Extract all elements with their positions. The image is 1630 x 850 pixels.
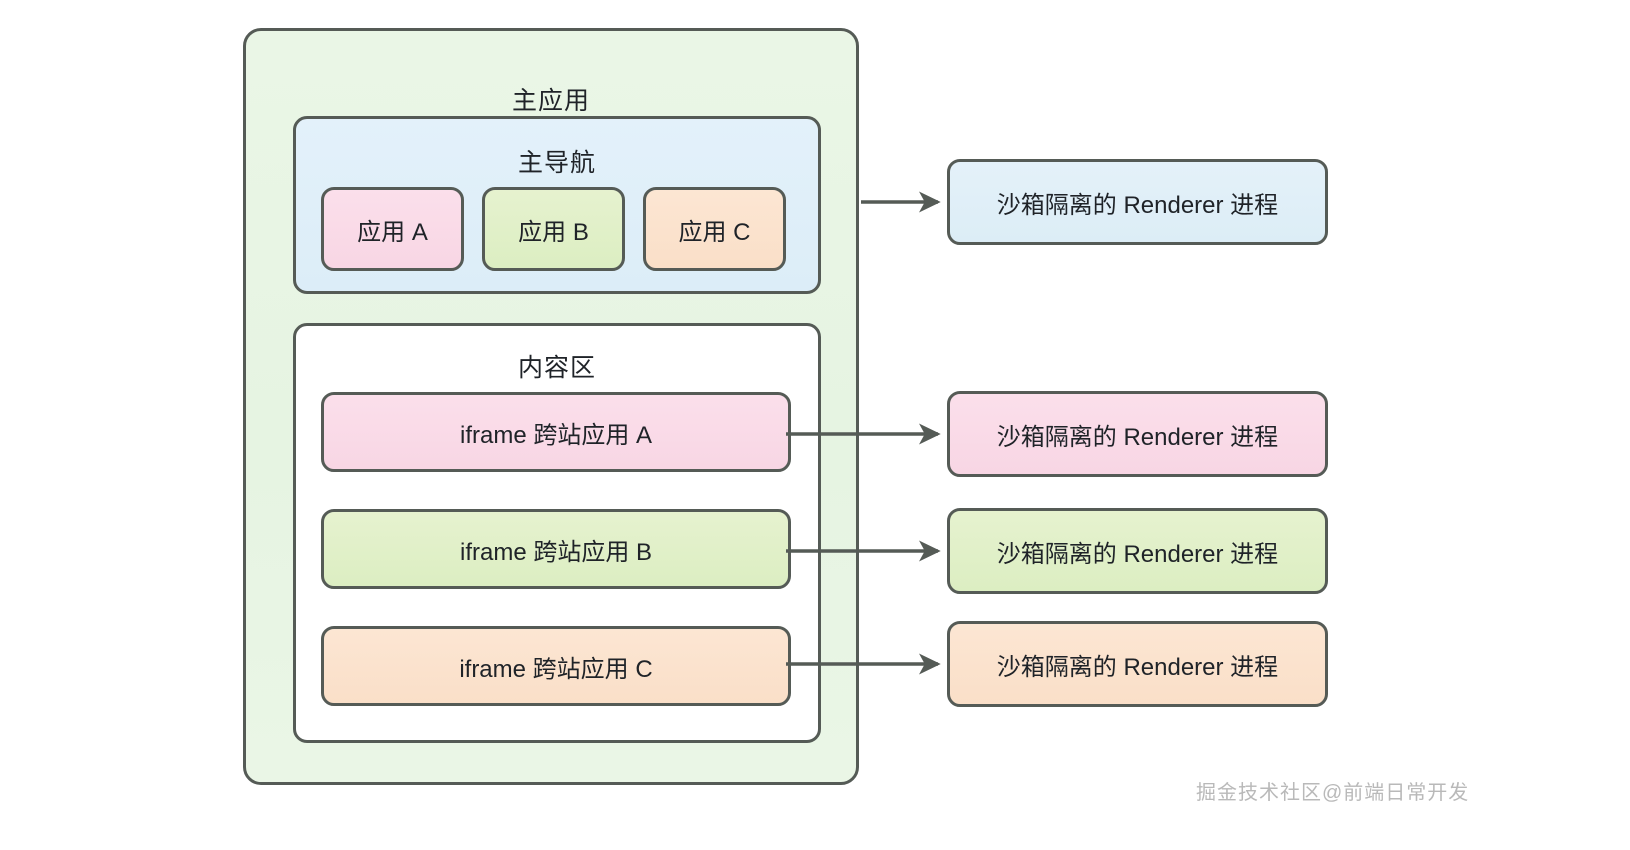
iframe-box-b-label: iframe 跨站应用 B	[459, 538, 653, 566]
nav-app-chip-c[interactable]: 应用 C	[643, 187, 786, 271]
renderer-process-label-0: 沙箱隔离的 Renderer 进程	[996, 191, 1279, 219]
iframe-box-a[interactable]: iframe 跨站应用 A	[321, 392, 791, 472]
iframe-box-b[interactable]: iframe 跨站应用 B	[321, 509, 791, 589]
nav-app-chip-list: 应用 A 应用 B 应用 C	[321, 187, 786, 271]
content-area-title: 内容区	[517, 354, 596, 382]
nav-app-chip-a-label: 应用 A	[357, 218, 428, 246]
renderer-process-label-3: 沙箱隔离的 Renderer 进程	[996, 653, 1279, 681]
watermark-text: 掘金技术社区@前端日常开发	[1196, 782, 1470, 804]
nav-app-chip-b[interactable]: 应用 B	[482, 187, 625, 271]
renderer-process-box-3[interactable]: 沙箱隔离的 Renderer 进程	[947, 621, 1328, 707]
iframe-box-list: iframe 跨站应用 A iframe 跨站应用 B iframe 跨站应用 …	[321, 392, 791, 706]
renderer-process-label-1: 沙箱隔离的 Renderer 进程	[996, 423, 1279, 451]
renderer-process-label-2: 沙箱隔离的 Renderer 进程	[996, 540, 1279, 568]
renderer-process-box-0[interactable]: 沙箱隔离的 Renderer 进程	[947, 159, 1328, 245]
main-application-container: 主应用 主导航 应用 A 应用 B 应用 C 内容区 iframe 跨	[243, 28, 859, 785]
nav-app-chip-b-label: 应用 B	[518, 218, 589, 246]
iframe-box-c[interactable]: iframe 跨站应用 C	[321, 626, 791, 706]
main-navigation-title: 主导航	[517, 149, 596, 177]
content-area-container: 内容区 iframe 跨站应用 A iframe 跨站应用 B iframe 跨…	[293, 323, 821, 743]
main-navigation-container: 主导航 应用 A 应用 B 应用 C	[293, 116, 821, 294]
iframe-box-a-label: iframe 跨站应用 A	[459, 421, 653, 449]
renderer-process-box-1[interactable]: 沙箱隔离的 Renderer 进程	[947, 391, 1328, 477]
nav-app-chip-c-label: 应用 C	[678, 218, 751, 246]
iframe-box-c-label: iframe 跨站应用 C	[459, 655, 653, 683]
main-application-title: 主应用	[511, 87, 590, 115]
nav-app-chip-a[interactable]: 应用 A	[321, 187, 464, 271]
renderer-process-box-2[interactable]: 沙箱隔离的 Renderer 进程	[947, 508, 1328, 594]
